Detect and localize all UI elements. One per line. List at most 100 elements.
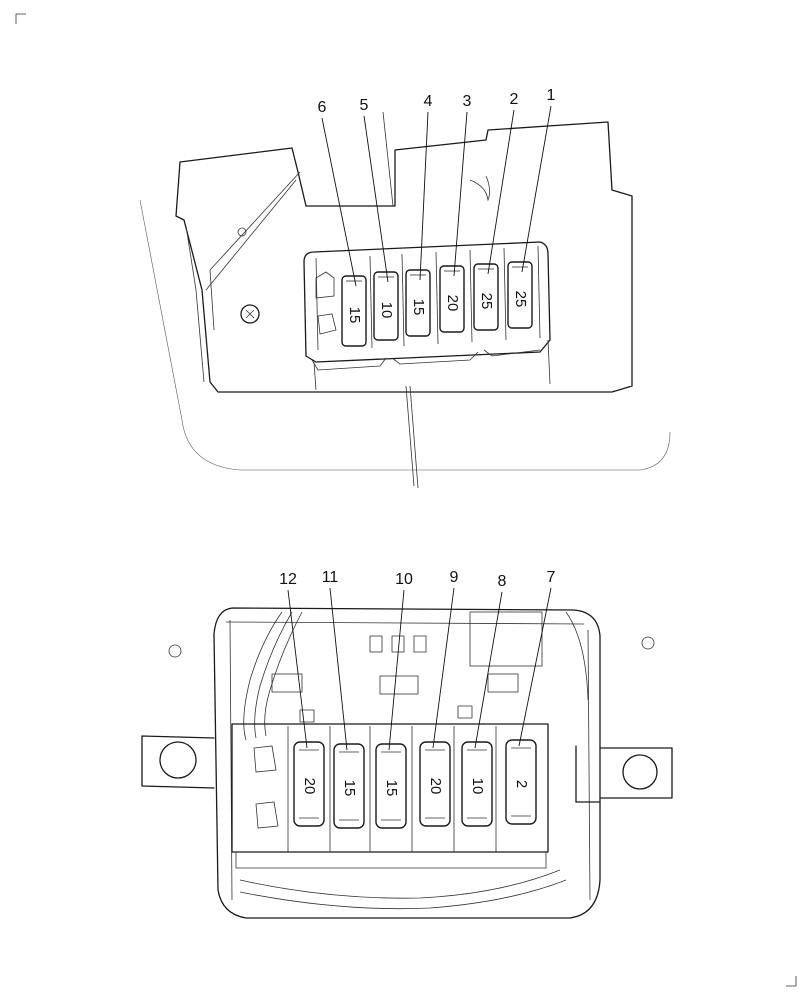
- fuse-12[interactable]: 20: [293, 741, 325, 827]
- fuse-rating-label: 20: [444, 295, 461, 312]
- callout-1: 1: [521, 87, 556, 273]
- rivet: [237, 227, 247, 237]
- top-fuses: 25 25 20 15 10 15: [341, 261, 533, 347]
- mount-tab-left-hole: [159, 741, 197, 779]
- fuse-body: [373, 271, 399, 341]
- empty-slot-terminals-bottom: [253, 745, 279, 829]
- fuse-holder-sides: [313, 339, 551, 391]
- small-terminals: [299, 705, 473, 723]
- mount-tab-left: [141, 735, 215, 789]
- mount-hole-left: [168, 644, 182, 658]
- housing-inner-edge: [225, 619, 591, 901]
- fuse-rating-label: 2: [513, 780, 530, 788]
- callout-number: 3: [463, 93, 472, 110]
- callout-7: 7: [518, 569, 556, 747]
- fuse-6[interactable]: 15: [341, 275, 367, 347]
- fuse-3[interactable]: 20: [439, 265, 465, 333]
- cover-notch: [469, 175, 490, 202]
- fuse-body: [405, 269, 431, 337]
- leader-line: [363, 115, 389, 283]
- mount-tab-right-hole: [622, 754, 658, 790]
- fuse-body: [293, 741, 325, 827]
- fuse-body: [461, 741, 493, 827]
- fuse-cap-lines: [511, 747, 531, 817]
- callout-3: 3: [453, 93, 472, 277]
- fuse-cap-lines: [467, 749, 487, 819]
- screw-slot: [245, 309, 255, 319]
- fuse-body: [333, 743, 365, 829]
- box-housing: [213, 607, 601, 919]
- housing-right-curve: [565, 611, 589, 701]
- bottom-fuse-box: [141, 607, 673, 919]
- wire-harness: [243, 611, 303, 741]
- cover-plate: [175, 121, 633, 393]
- fuse-8[interactable]: 10: [461, 741, 493, 827]
- connector-slot-middle: [379, 675, 419, 695]
- leader-line: [419, 111, 429, 281]
- wire-bottom: [405, 385, 415, 487]
- fuse-2[interactable]: 25: [473, 263, 499, 331]
- bottom-callouts: 7 89 10 11 12: [279, 569, 556, 751]
- callout-2: 2: [487, 91, 519, 275]
- leader-line: [453, 111, 468, 277]
- leader-line: [432, 587, 455, 749]
- connector-slot-left: [271, 673, 303, 693]
- fuse-4[interactable]: 15: [405, 269, 431, 337]
- fuse-cap-lines: [339, 751, 359, 821]
- empty-slot-terminals: [315, 271, 337, 335]
- callout-4: 4: [419, 93, 433, 281]
- tray-lower-lip: [235, 852, 547, 869]
- fuse-rating-label: 10: [378, 302, 395, 319]
- fuse-rating-label: 15: [410, 299, 427, 316]
- leader-line: [487, 109, 515, 275]
- callout-6: 6: [318, 99, 357, 287]
- wire-top: [382, 111, 394, 207]
- callout-number: 12: [279, 571, 297, 588]
- fuse-body: [419, 741, 451, 827]
- fuse-9[interactable]: 20: [419, 741, 451, 827]
- cover-ramp: [205, 171, 301, 331]
- callout-number: 6: [318, 99, 327, 116]
- fuse-rating-label: 25: [478, 293, 495, 310]
- fuse-11[interactable]: 15: [333, 743, 365, 829]
- fuse-tray: [231, 723, 549, 853]
- fuse-rating-label: 25: [512, 291, 529, 308]
- fuse-rating-label: 20: [301, 778, 318, 795]
- callout-number: 11: [322, 569, 339, 586]
- callout-11: 11: [322, 569, 348, 751]
- fuse-7[interactable]: 2: [505, 739, 537, 825]
- fuse-holder-block: [303, 241, 551, 363]
- mount-hole-right: [641, 636, 655, 650]
- fuse-body: [375, 743, 407, 829]
- leader-line: [321, 117, 357, 287]
- callout-9: 9: [432, 569, 459, 749]
- fuse-cap-lines: [425, 749, 445, 819]
- callout-number: 4: [424, 93, 433, 110]
- fuse-body: [507, 261, 533, 329]
- leader-line: [287, 589, 308, 749]
- callout-5: 5: [360, 97, 389, 283]
- callout-number: 9: [450, 569, 459, 586]
- screw-icon: [240, 304, 260, 324]
- callout-8: 8: [474, 573, 507, 749]
- callout-number: 1: [547, 87, 556, 104]
- fuse-1[interactable]: 25: [507, 261, 533, 329]
- fuse-5[interactable]: 10: [373, 271, 399, 341]
- leader-line: [474, 591, 503, 749]
- fuse-rating-label: 15: [341, 780, 358, 797]
- fuse-tray-dividers: [287, 726, 497, 852]
- fuse-10[interactable]: 15: [375, 743, 407, 829]
- fuse-rating-label: 15: [346, 307, 363, 324]
- fuse-cap-lines: [299, 749, 319, 819]
- callout-10: 10: [388, 571, 413, 751]
- fuse-body: [439, 265, 465, 333]
- callout-12: 12: [279, 571, 308, 749]
- relay-socket: [469, 611, 543, 667]
- callout-number: 7: [547, 569, 556, 586]
- fuse-body: [473, 263, 499, 331]
- corner-mark-bottom-right: [786, 976, 797, 987]
- holder-bottom-ribs: [311, 349, 541, 371]
- fuse-rating-label: 15: [383, 780, 400, 797]
